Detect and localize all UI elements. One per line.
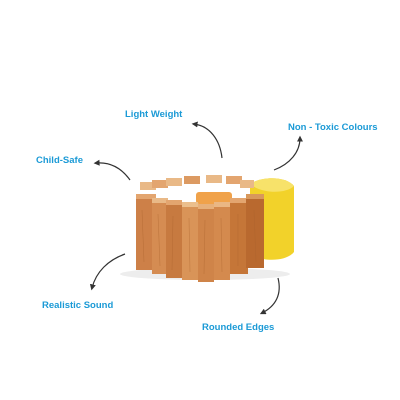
- front-planks: [136, 194, 264, 282]
- feature-label-light-weight: Light Weight: [125, 109, 183, 120]
- arrow-to-child-safe: [93, 159, 131, 181]
- back-planks: [140, 175, 254, 190]
- feature-label-realistic-sound: Realistic Sound: [42, 300, 114, 311]
- feature-label-rounded-edges: Rounded Edges: [202, 322, 275, 333]
- arrow-to-rounded-edges: [259, 277, 280, 315]
- arrow-to-non-toxic: [273, 135, 303, 171]
- orange-block: [196, 192, 232, 204]
- feature-label-non-toxic-colours: Non - Toxic Colours: [288, 122, 378, 133]
- wooden-block-toy: [120, 175, 294, 282]
- feature-label-child-safe: Child-Safe: [36, 155, 83, 166]
- arrow-to-light-weight: [191, 121, 223, 159]
- arrow-to-realistic-sound: [89, 253, 126, 291]
